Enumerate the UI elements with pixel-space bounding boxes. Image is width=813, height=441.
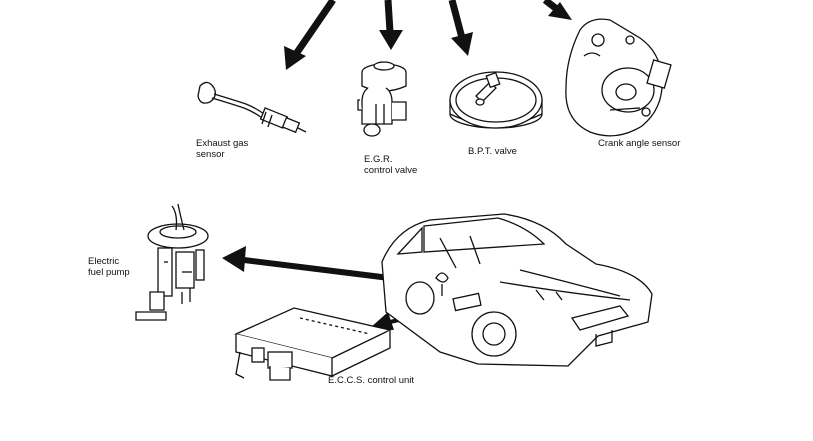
exhaust-gas-sensor-drawing	[197, 81, 307, 134]
electric-fuel-pump-drawing	[135, 203, 209, 321]
eccs-control-unit-drawing	[234, 307, 392, 381]
label-eccs-control-unit: E.C.C.S. control unit	[328, 375, 415, 386]
bpt-valve-drawing	[449, 71, 543, 129]
label-electric-fuel-pump: Electric fuel pump	[88, 256, 130, 278]
label-egr-control-valve: E.G.R. control valve	[364, 154, 418, 176]
arrow-to-bpt-valve	[448, 0, 473, 56]
arrow-to-crank-angle-sensor	[542, 0, 572, 20]
crank-angle-sensor-drawing	[565, 18, 672, 137]
label-crank-angle-sensor: Crank angle sensor	[598, 138, 681, 149]
label-bpt-valve: B.P.T. valve	[468, 146, 517, 157]
egr-valve-drawing	[357, 61, 407, 137]
arrow-to-egr-valve	[379, 0, 403, 50]
label-exhaust-gas-sensor: Exhaust gas sensor	[196, 138, 249, 160]
car-drawing	[381, 213, 653, 367]
arrow-to-exhaust-sensor	[284, 0, 336, 70]
